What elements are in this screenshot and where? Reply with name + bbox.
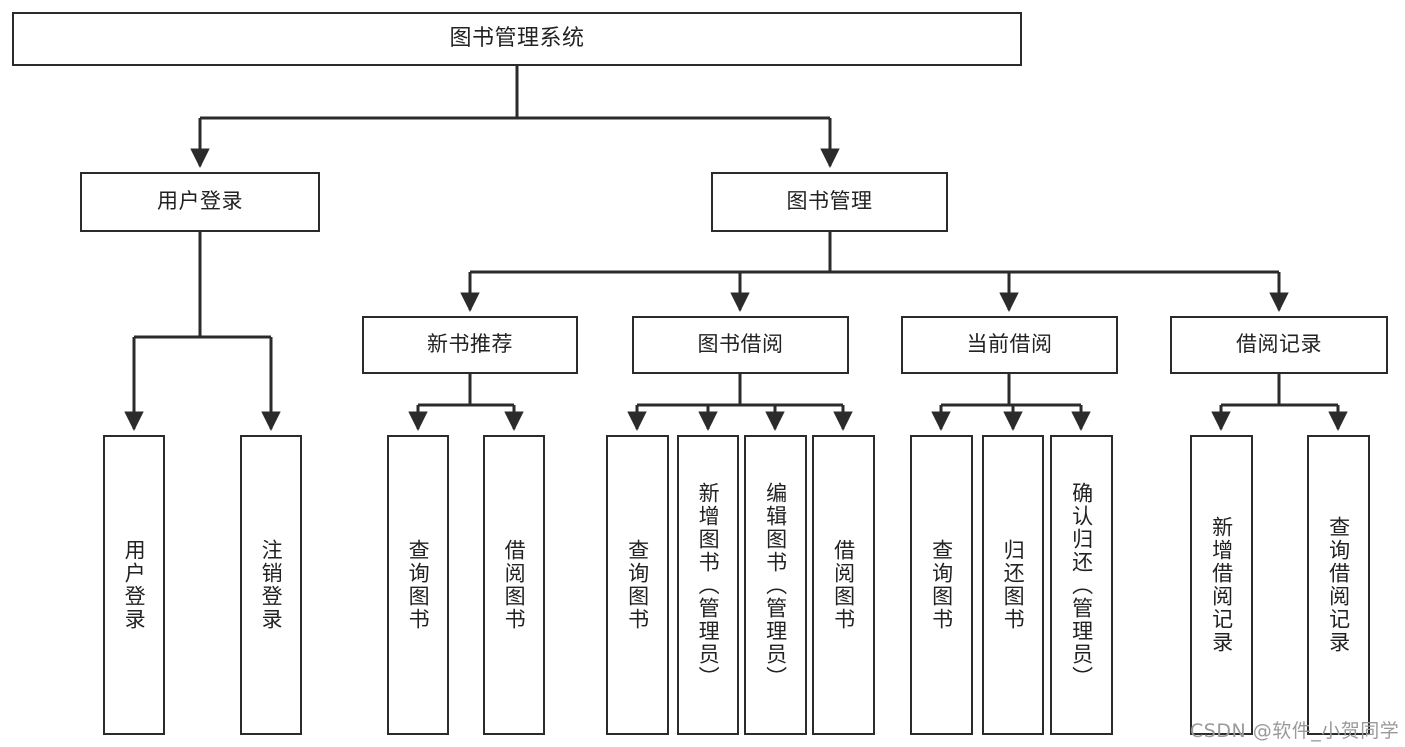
node-label: 确认归还（管理员） bbox=[1069, 481, 1094, 689]
node-leaf-query-book-current[interactable]: 查询图书 bbox=[910, 435, 973, 735]
watermark-text: CSDN @软件_小贺同学 bbox=[1190, 720, 1400, 742]
node-root-book-management-system[interactable]: 图书管理系统 bbox=[12, 12, 1022, 66]
node-leaf-query-book-borrow[interactable]: 查询图书 bbox=[606, 435, 669, 735]
node-leaf-logout[interactable]: 注销登录 bbox=[240, 435, 302, 735]
node-label: 借阅记录 bbox=[1236, 332, 1322, 357]
node-leaf-return-book[interactable]: 归还图书 bbox=[982, 435, 1044, 735]
node-leaf-edit-book-admin[interactable]: 编辑图书（管理员） bbox=[744, 435, 807, 735]
node-book-management[interactable]: 图书管理 bbox=[711, 172, 948, 232]
node-leaf-confirm-return-admin[interactable]: 确认归还（管理员） bbox=[1050, 435, 1113, 735]
node-new-book-recommend[interactable]: 新书推荐 bbox=[362, 316, 578, 374]
node-leaf-borrow-book-newbook[interactable]: 借阅图书 bbox=[483, 435, 545, 735]
node-label: 编辑图书（管理员） bbox=[763, 481, 788, 689]
node-label: 查询图书 bbox=[406, 539, 431, 631]
node-leaf-add-book-admin[interactable]: 新增图书（管理员） bbox=[677, 435, 739, 735]
node-label: 图书管理 bbox=[786, 189, 873, 214]
node-book-borrow[interactable]: 图书借阅 bbox=[632, 316, 849, 374]
node-label: 图书借阅 bbox=[697, 332, 784, 357]
node-label: 归还图书 bbox=[1001, 539, 1026, 631]
node-label: 借阅图书 bbox=[502, 539, 527, 631]
node-leaf-query-book-newbook[interactable]: 查询图书 bbox=[387, 435, 449, 735]
node-label: 借阅图书 bbox=[831, 539, 856, 631]
node-label: 当前借阅 bbox=[966, 332, 1053, 357]
node-label: 注销登录 bbox=[259, 539, 284, 631]
node-leaf-query-borrow-record[interactable]: 查询借阅记录 bbox=[1307, 435, 1370, 735]
node-leaf-user-login[interactable]: 用户登录 bbox=[103, 435, 165, 735]
node-leaf-add-borrow-record[interactable]: 新增借阅记录 bbox=[1190, 435, 1253, 735]
node-label: 用户登录 bbox=[122, 539, 147, 631]
node-label: 查询图书 bbox=[929, 539, 954, 631]
node-label: 新增借阅记录 bbox=[1209, 516, 1234, 654]
node-leaf-borrow-book[interactable]: 借阅图书 bbox=[812, 435, 875, 735]
node-current-borrow[interactable]: 当前借阅 bbox=[901, 316, 1118, 374]
node-label: 查询借阅记录 bbox=[1326, 516, 1351, 654]
node-label: 查询图书 bbox=[625, 539, 650, 631]
node-label: 图书管理系统 bbox=[449, 25, 585, 51]
node-user-login[interactable]: 用户登录 bbox=[80, 172, 320, 232]
node-label: 用户登录 bbox=[157, 189, 243, 214]
node-borrow-record[interactable]: 借阅记录 bbox=[1170, 316, 1388, 374]
node-label: 新增图书（管理员） bbox=[696, 481, 721, 689]
node-label: 新书推荐 bbox=[427, 332, 513, 357]
